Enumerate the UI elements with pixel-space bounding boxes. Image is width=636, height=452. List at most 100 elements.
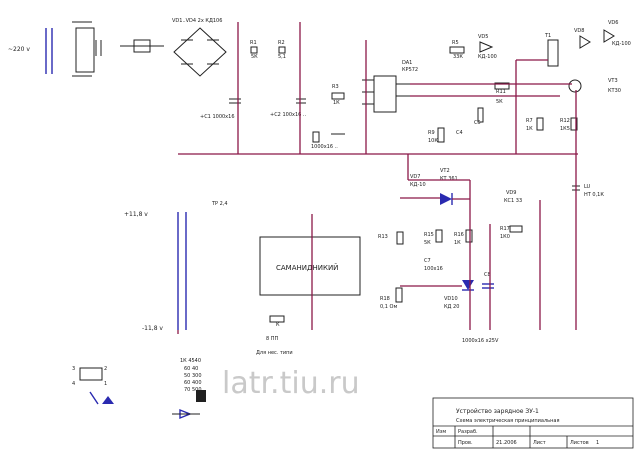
r11-value: 5К	[496, 99, 503, 105]
resistor-r18	[395, 287, 403, 303]
resistor-r17	[509, 225, 523, 233]
k-bottom-note: 8 ПП	[266, 336, 279, 342]
resistor-r7	[536, 117, 544, 131]
led-symbol	[102, 396, 114, 404]
c8-label: С8	[484, 272, 491, 278]
r3-value: 1К	[333, 100, 340, 106]
diode-vd8	[579, 35, 591, 49]
lu-value: НТ 0,1К	[584, 192, 604, 198]
pin-4-label: 4	[72, 381, 75, 387]
r7-label: R7	[526, 118, 533, 124]
capacitor-c5	[477, 107, 484, 123]
optocoupler-symbol	[79, 367, 103, 381]
ac-input-label: ~220 v	[8, 46, 30, 53]
title-block-subtitle: Схема электрическая принципиальная	[456, 418, 559, 424]
r16-value: 1К	[454, 240, 461, 246]
c-mid-label: +C2 100x16 ..	[270, 112, 306, 118]
r1-value: 5К	[251, 54, 258, 60]
transformer-t1	[547, 39, 559, 67]
component-legend: 3 2 4 1 1К 4540 60 40 50 300 60 400 70 5…	[72, 358, 206, 420]
title-block-row-3: Пров.	[458, 440, 473, 446]
resistor-r2	[278, 46, 286, 54]
r5-value: 33К	[453, 54, 463, 60]
vd10-value: КД 20	[444, 304, 459, 310]
da1-chip: DA1 КР572	[362, 60, 418, 113]
pin-2-label: 2	[104, 366, 107, 372]
r7-value: 1К	[526, 126, 533, 132]
diode-bridge: VD1..VD4 2x КД106	[172, 18, 227, 77]
tr-label: ТР 2,4	[211, 201, 228, 207]
resistor-r16	[465, 229, 473, 243]
r2-value: 5,1	[278, 54, 286, 60]
vt2-label: VT2	[440, 168, 450, 174]
diode-vd6	[603, 29, 615, 43]
transistor-vt3	[568, 79, 582, 93]
legend-2: 60 40	[184, 366, 198, 372]
vt3-label: VT3	[608, 78, 618, 84]
vd8-label: VD8	[574, 28, 584, 34]
vd7-label: VD7	[410, 174, 420, 180]
r1-label: R1	[250, 40, 257, 46]
k-bottom-label: К	[276, 322, 280, 328]
footer-note: Для нес. типи	[256, 350, 293, 356]
legend-4: 60 400	[184, 380, 202, 386]
c7-label: С7	[424, 258, 431, 264]
capacitor-c3	[312, 131, 320, 143]
c4-label: С4	[456, 130, 463, 136]
r5-label: R5	[452, 40, 459, 46]
connector-k	[269, 315, 285, 323]
resistor-r5	[449, 46, 465, 54]
minus-11-8-label: -11,8 v	[142, 325, 163, 332]
resistor-r12	[570, 117, 578, 131]
r15-label: R15	[424, 232, 434, 238]
r15-value: 5К	[424, 240, 431, 246]
t1-label: T1	[544, 33, 551, 39]
title-block-date: 21.2006	[496, 440, 517, 446]
vd9-label: VD9	[506, 190, 516, 196]
title-block: Устройство зарядное ЗУ-1 Схема электриче…	[432, 397, 634, 449]
vd10-label: VD10	[444, 296, 458, 302]
title-block-sheets: Листов	[570, 440, 589, 446]
title-block-row-2: Разраб.	[458, 429, 478, 435]
r18-label: R18	[380, 296, 390, 302]
control-block	[259, 236, 361, 296]
vt2-value: КТ 361	[440, 176, 458, 182]
legend-1: 1К 4540	[180, 358, 201, 364]
wiring	[177, 22, 578, 334]
vd6-label: VD6	[608, 20, 618, 26]
vd5-label: VD5	[478, 34, 488, 40]
r3-label: R3	[332, 84, 339, 90]
r16-label: R16	[454, 232, 464, 238]
vt3-value: КТ30	[608, 88, 621, 94]
resistor-r11	[494, 82, 510, 90]
pin-3-label: 3	[72, 366, 75, 372]
diode-vd10	[462, 280, 474, 290]
control-block-label: САМАНИДНИКИЙ	[276, 263, 338, 272]
vd9-value: КС1 33	[504, 198, 522, 204]
lu-label: LU	[584, 184, 591, 190]
resistor-r15	[435, 229, 443, 243]
resistor-r13	[396, 231, 404, 245]
r2-label: R2	[278, 40, 285, 46]
transformer-secondary	[75, 27, 95, 73]
r17-label: R17	[500, 226, 510, 232]
title-block-title: Устройство зарядное ЗУ-1	[456, 408, 539, 415]
legend-5: 70 500	[184, 387, 202, 393]
vd7-value: КД-10	[410, 182, 426, 188]
resistor-r3	[331, 92, 345, 100]
r11-label: R11	[496, 89, 506, 95]
c3-value: 1000x16 ..	[311, 144, 338, 150]
ac-input-section: ~220 v	[8, 21, 164, 77]
da1-value: КР572	[402, 67, 418, 73]
r12-value: 1К5	[560, 126, 570, 132]
title-block-sheet: Лист	[533, 440, 546, 446]
r9-value: 10К	[428, 138, 438, 144]
resistor-r9	[437, 127, 445, 143]
diode-vd5	[479, 41, 494, 53]
vd-bridge-label: VD1..VD4 2x КД106	[172, 18, 222, 24]
r17-value: 1К0	[500, 234, 510, 240]
plus-11-8-label: +11,8 v	[124, 211, 148, 218]
c5-label: С5	[474, 120, 481, 126]
